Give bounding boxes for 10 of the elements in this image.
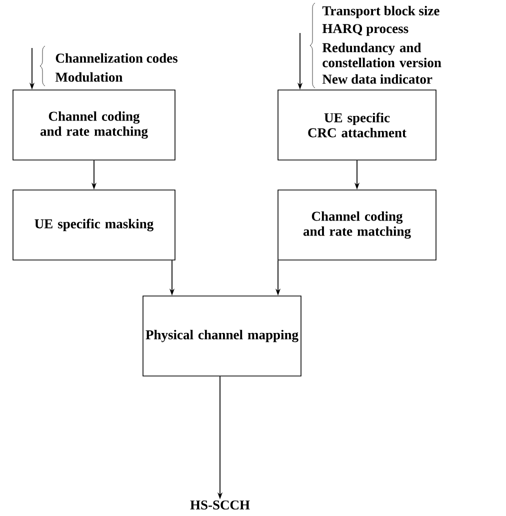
input-label: Transport block size xyxy=(322,6,440,18)
process-box: Channel coding and rate matching xyxy=(12,90,176,160)
input-label: HARQ process xyxy=(322,24,408,36)
input-label: Redundancy and constellation version xyxy=(322,42,442,68)
process-box: Physical channel mapping xyxy=(142,296,302,376)
input-label: Channelization codes xyxy=(56,53,178,63)
process-box: UE specific masking xyxy=(12,190,176,260)
output-label: HS-SCCH xyxy=(190,500,250,510)
process-box: Channel coding and rate matching xyxy=(278,190,436,260)
process-box: UE specific CRC attachment xyxy=(278,90,436,160)
